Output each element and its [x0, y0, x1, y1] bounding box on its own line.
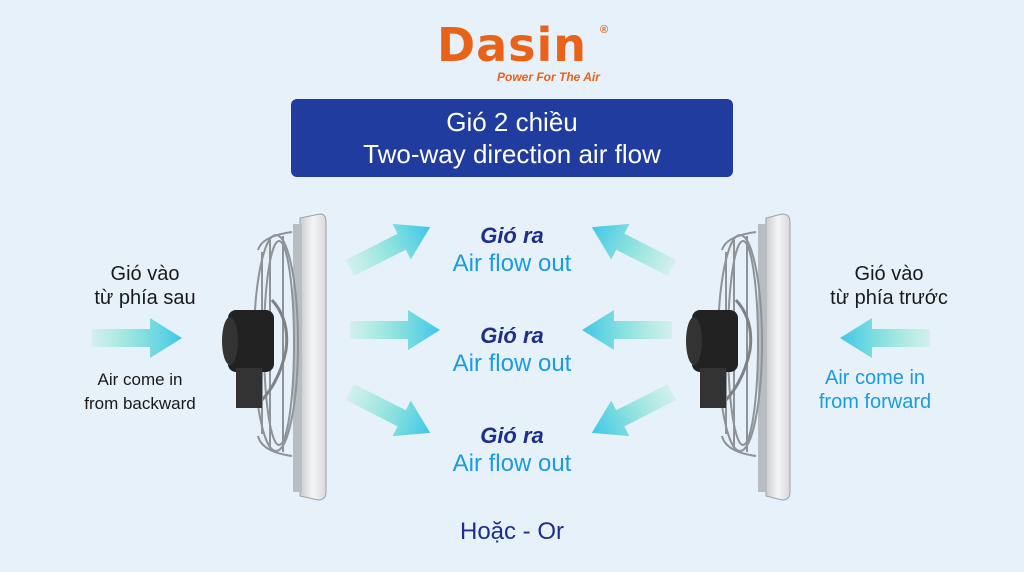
brand-logo: Dasin [436, 18, 588, 72]
wall-fan-icon [222, 213, 327, 501]
brand-tagline: Power For The Air [497, 70, 600, 84]
flow-label-top: Gió ra Air flow out [412, 222, 612, 278]
flow-en: Air flow out [452, 250, 572, 277]
flow-vn: Gió ra [480, 423, 544, 448]
left-intake-en-line2: from backward [84, 394, 196, 413]
arrow-icon [840, 318, 930, 358]
left-intake-vn-line2: từ phía sau [94, 287, 196, 309]
left-intake-en-line1: Air come in [97, 370, 183, 389]
left-intake-label-en: Air come in from backward [55, 368, 225, 416]
right-intake-en-line2: from forward [818, 391, 932, 413]
wall-fan-icon [686, 213, 791, 501]
left-intake-vn-line1: Gió vào [110, 263, 180, 285]
title-banner: Gió 2 chiều Two-way direction air flow [291, 99, 733, 177]
registered-mark: ® [600, 24, 609, 36]
flow-en: Air flow out [452, 350, 572, 377]
arrow-icon [92, 318, 182, 358]
right-intake-en-line1: Air come in [824, 367, 926, 389]
right-intake-vn-line1: Gió vào [854, 263, 924, 285]
right-intake-label-en: Air come in from forward [790, 366, 960, 414]
flow-label-bottom: Gió ra Air flow out [412, 422, 612, 478]
flow-vn: Gió ra [480, 323, 544, 348]
title-en: Two-way direction air flow [363, 139, 661, 169]
right-intake-vn-line2: từ phía trước [830, 287, 948, 309]
or-caption: Hoặc - Or [459, 518, 564, 545]
left-intake-label-vn: Gió vào từ phía sau [60, 262, 230, 310]
flow-en: Air flow out [452, 450, 572, 477]
title-vn: Gió 2 chiều [446, 107, 578, 137]
flow-label-middle: Gió ra Air flow out [412, 322, 612, 378]
right-intake-label-vn: Gió vào từ phía trước [794, 262, 984, 310]
flow-vn: Gió ra [480, 223, 544, 248]
